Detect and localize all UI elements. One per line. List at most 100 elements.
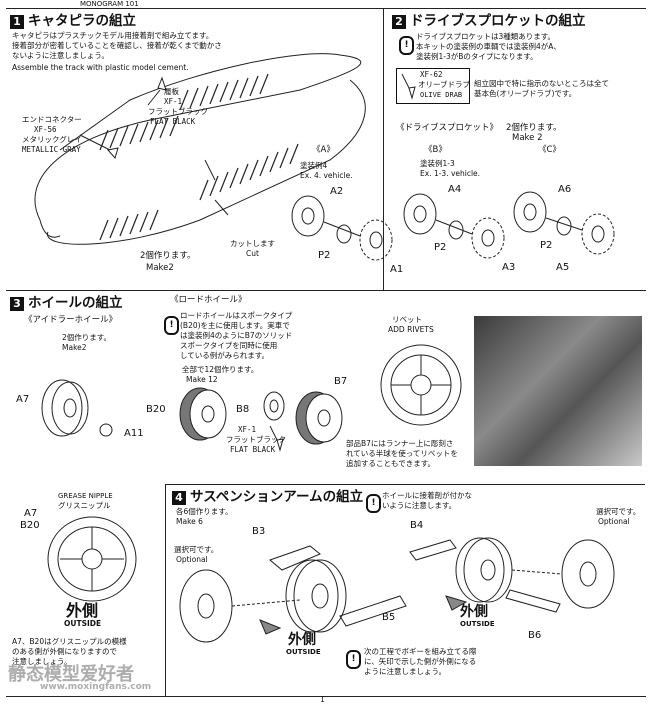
suspension-arm-1-diagram	[179, 545, 407, 643]
step1-desc-3: ないように注意しましょう。	[12, 51, 109, 60]
part-b7: B7	[334, 376, 348, 387]
outside-jp: 外側	[288, 632, 316, 648]
part-b20: B20	[146, 404, 166, 415]
road-note-2: (B20)を主に使用します。実車で	[180, 321, 290, 330]
section-divider-1	[6, 290, 646, 291]
idler-wheel-diagram	[41, 379, 113, 437]
variant-a-jp: 塗装例4	[300, 161, 328, 170]
vertical-divider	[383, 8, 384, 290]
step2-make-jp: 2個作ります。	[506, 123, 562, 133]
step1-make-jp: 2個作ります。	[140, 251, 196, 261]
track-diagram	[34, 53, 366, 245]
bottom-border	[6, 696, 646, 697]
variant-a-part3: A1	[390, 264, 404, 275]
paint-black-en: FLAT BLACK	[150, 117, 196, 126]
reference-photo	[474, 316, 642, 466]
rivet-note-2: れている半球を使ってリベットを	[346, 449, 458, 458]
grease-wheel-diagram	[47, 516, 137, 602]
road-note-4: スポークタイプを同時に使用	[180, 341, 278, 350]
variant-b-en: Ex. 1-3. vehicle.	[420, 169, 481, 178]
header-label: MONOGRAM 101	[80, 0, 139, 8]
warning-icon-4: !	[346, 650, 361, 669]
step2-number: 2	[392, 14, 406, 29]
step2-make-en: Make 2	[512, 133, 543, 143]
step4-number: 4	[172, 490, 186, 505]
rivet-en: ADD RIVETS	[388, 325, 434, 334]
road-wheel-diagram	[179, 387, 343, 445]
rivet-note-3: 追加することもできます。	[346, 459, 435, 468]
variant-c-part1: A6	[558, 184, 572, 195]
variant-b-part2: P2	[434, 242, 447, 253]
part-b8: B8	[236, 404, 250, 415]
variant-c-part3: A5	[556, 262, 570, 273]
top-border	[6, 8, 646, 9]
paint-brush-icon	[401, 73, 416, 100]
lb-outside-en: OUTSIDE	[64, 619, 102, 628]
road-title: 《ロードホイール》	[170, 295, 247, 305]
part-b3: B3	[252, 526, 266, 537]
idler-make-en: Make2	[62, 343, 87, 352]
watermark-url: www.moxingfans.com	[40, 682, 152, 692]
optional2-jp: 選択可です。	[596, 507, 641, 516]
variant-b-jp: 塗装例1-3	[420, 159, 455, 168]
bottom-note-1: 次の工程でボギーを組み立てる際	[364, 647, 477, 656]
step3-paint-jp: フラットブラック	[226, 435, 286, 444]
optional2-en: Optional	[598, 517, 630, 526]
step3-paint-en: FLAT BLACK	[230, 445, 276, 454]
suspension-arm-2-diagram	[409, 537, 615, 613]
warning-icon-2: !	[164, 316, 179, 335]
step4-make-jp: 各6個作ります。	[176, 507, 233, 516]
step2-note-3: 塗装例1-3がBのタイプになります。	[416, 52, 538, 61]
road-make-jp: 全部で12個作ります。	[182, 365, 259, 374]
bottom-note-3: ように注意しましょう。	[364, 667, 447, 676]
step4-warn-2: いように注意します。	[382, 501, 457, 510]
variant-a-part1: A2	[330, 186, 344, 197]
optional-jp: 選択可です。	[174, 545, 219, 554]
grease-en: GREASE NIPPLE	[58, 492, 113, 500]
idler-title: 《アイドラーホイール》	[24, 315, 118, 325]
lb-note-2: のある側が外側になりますので	[12, 647, 117, 656]
step4-make-en: Make 6	[176, 517, 203, 526]
rivet-wheel-diagram	[380, 344, 462, 426]
step1-make-en: Make2	[146, 263, 174, 273]
warning-icon-3: !	[366, 494, 381, 513]
sprocket-b-diagram	[403, 193, 505, 259]
variant-b-label: 《B》	[424, 145, 447, 155]
step4-header: 4 サスペンションアームの組立	[172, 489, 364, 506]
outside2-en: OUTSIDE	[460, 620, 495, 628]
step2-paint-en: OLIVE DRAB	[420, 91, 463, 99]
lb-note-3: 注意しましょう。	[12, 657, 72, 666]
step2-paint-jp: オリーブドラブ	[418, 80, 471, 89]
variant-a-label: 《A》	[312, 145, 335, 155]
step2-sub-title: 《ドライブスプロケット》	[396, 123, 499, 133]
outside-en: OUTSIDE	[286, 648, 321, 656]
paint-gray-jp: メタリックグレイ	[22, 135, 82, 144]
section-divider-2	[165, 484, 645, 485]
variant-a-part2: P2	[318, 250, 331, 261]
variant-c-part2: P2	[540, 240, 553, 251]
step2-paint-note-2: 基本色(オリーブドラブ)です。	[474, 89, 577, 98]
paint-gray-code: XF-56	[34, 125, 57, 134]
idler-make-jp: 2個作ります。	[62, 333, 112, 342]
part-a11: A11	[124, 428, 144, 439]
step3-number: 3	[10, 296, 24, 311]
paint-gray-en: METALLIC GRAY	[22, 145, 81, 154]
step3-paint-code: XF-1	[238, 425, 257, 434]
part-b6: B6	[528, 630, 542, 641]
step1-title: キャタピラの組立	[28, 13, 136, 29]
part-b5: B5	[382, 612, 396, 623]
lb-note-1: A7、B20はグリスニップルの模様	[12, 637, 127, 646]
lb-outside-jp: 外側	[66, 601, 99, 620]
variant-b-part1: A4	[448, 184, 462, 195]
variant-b-part3: A3	[502, 262, 516, 273]
paint-brush-icon-2	[269, 425, 284, 452]
step2-title: ドライブスプロケットの組立	[410, 13, 586, 29]
step2-note-2: 本キットの塗装例の車輌では塗装例4がA、	[416, 42, 561, 51]
step3-header: 3 ホイールの組立	[10, 295, 123, 312]
step4-title: サスペンションアームの組立	[190, 489, 364, 505]
road-note-3: は塗装例4のようにB7のソリッド	[180, 331, 293, 340]
road-note-1: ロードホイールはスポークタイプ	[180, 311, 293, 320]
step2-note-1: ドライブスプロケットは3種類あります。	[416, 32, 556, 41]
step2-header: 2 ドライブスプロケットの組立	[392, 13, 586, 30]
step4-warn-1: ホイールに接着剤が付かな	[382, 491, 472, 500]
